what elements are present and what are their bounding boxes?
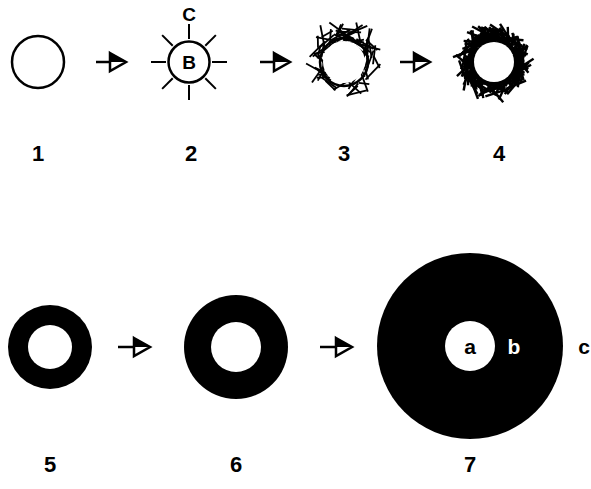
wall-ring [184, 295, 288, 399]
wall-ring [8, 305, 92, 389]
spike-lines [151, 24, 227, 100]
stage-arrow [96, 53, 126, 71]
fibrous-coat [306, 23, 380, 97]
fibrous-coat [453, 24, 534, 102]
region-letter: c [578, 336, 590, 357]
stage-arrow [118, 338, 150, 356]
region-letter: a [464, 336, 476, 357]
lumen [211, 322, 261, 372]
plain-circle [12, 36, 64, 88]
stage-number: 2 [185, 143, 197, 165]
lumen [28, 325, 72, 369]
stage-arrow [400, 53, 430, 71]
stage-number: 5 [44, 454, 56, 476]
region-letter: b [508, 336, 521, 357]
stage-number: 7 [464, 454, 476, 476]
stage-number: 4 [493, 143, 505, 165]
lumen-circle: a [445, 321, 495, 371]
stage-arrow [260, 53, 290, 71]
thick-wall-disc: bca [377, 253, 563, 439]
region-letter: B [182, 53, 196, 72]
stage-number: 1 [32, 143, 44, 165]
stage-number: 6 [230, 454, 242, 476]
cell-circle: B [167, 40, 211, 84]
structure-letter: C [182, 5, 196, 24]
stage-number: 3 [338, 143, 350, 165]
stage-arrow [320, 338, 352, 356]
